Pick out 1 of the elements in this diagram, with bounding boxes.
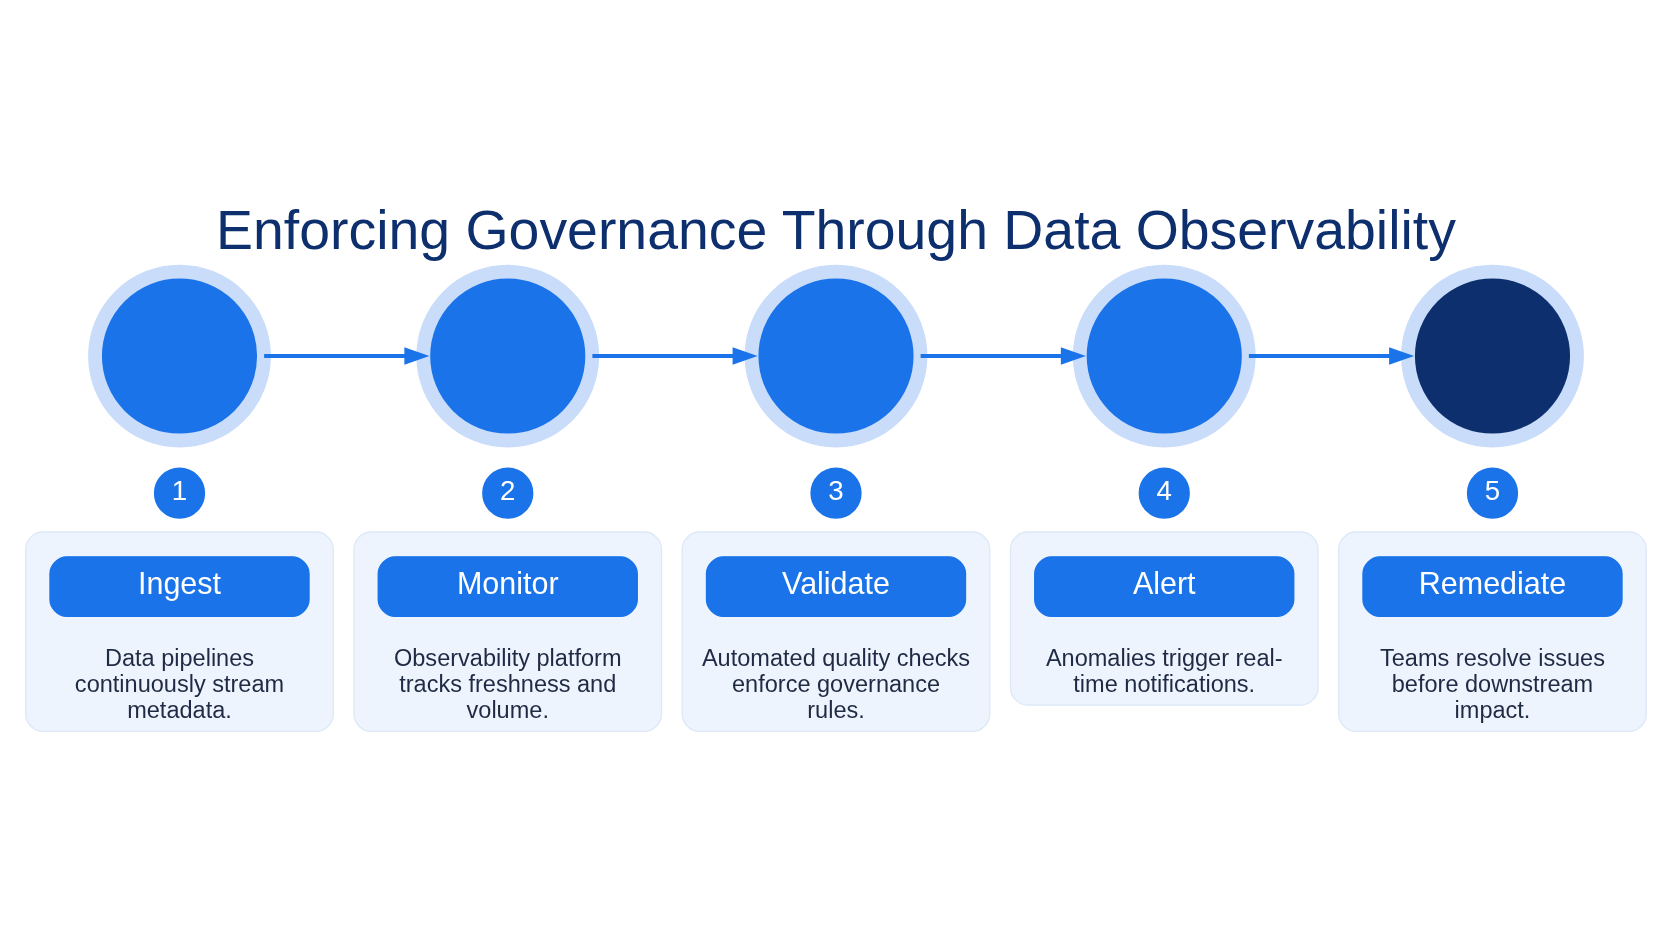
diagram-title: Enforcing Governance Through Data Observability xyxy=(216,198,1456,261)
